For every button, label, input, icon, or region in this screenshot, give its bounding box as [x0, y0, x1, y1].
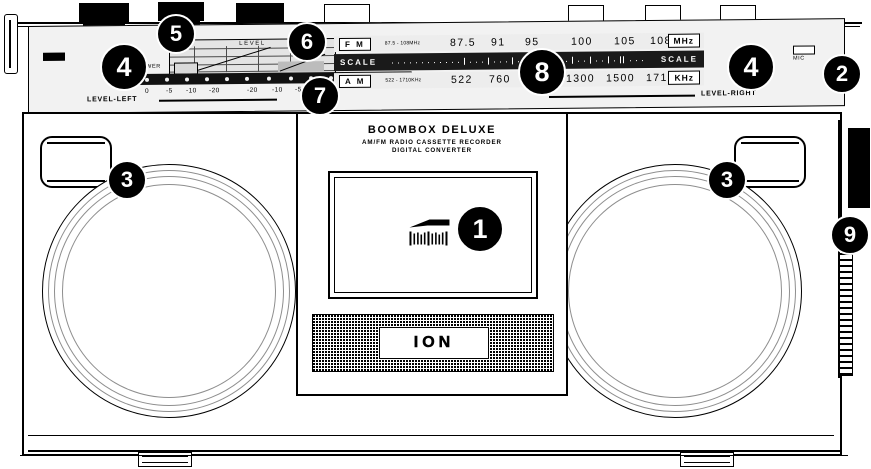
callout-5[interactable]: 5	[156, 14, 196, 54]
callout-2[interactable]: 2	[822, 54, 862, 94]
am-tick-1500: 1500	[606, 72, 635, 85]
eject-icon	[407, 218, 451, 253]
volume-right-slot[interactable]	[793, 45, 815, 55]
callout-7[interactable]: 7	[300, 76, 340, 116]
db-left-10: -10	[186, 87, 197, 95]
am-unit-chip: KHz	[668, 70, 700, 85]
top-knob-3[interactable]	[236, 3, 284, 27]
level-left-label: LEVEL-LEFT	[87, 95, 138, 104]
level-left-rule	[159, 98, 277, 102]
fm-band-chip: F M	[339, 37, 371, 51]
antenna-shaft	[9, 20, 11, 68]
top-knob-6[interactable]	[645, 5, 681, 21]
callout-3-left[interactable]: 3	[107, 160, 147, 200]
volume-left-slot[interactable]	[43, 52, 65, 61]
speaker-left-cone	[62, 184, 276, 398]
callout-1[interactable]: 1	[456, 205, 504, 253]
top-knob-7[interactable]	[720, 5, 756, 21]
am-tick-760: 760	[489, 73, 511, 86]
callout-3-right[interactable]: 3	[707, 160, 747, 200]
top-control-panel: LEVEL POWER STEREO CHARGE	[28, 18, 845, 115]
scale-label-left: SCALE	[340, 57, 378, 68]
antenna[interactable]	[4, 14, 18, 74]
fm-tick-95: 95	[525, 36, 540, 49]
fm-dial-row[interactable]: F M 87.5 - 108MHz 87.5 91 95 100 105 108…	[334, 32, 704, 53]
am-range-label: 522 - 1710KHz	[385, 77, 422, 84]
speaker-right-cone	[568, 184, 782, 398]
brand-plate: ION	[379, 327, 489, 359]
base-line-2	[20, 455, 848, 456]
callout-4-right[interactable]: 4	[727, 43, 775, 91]
callout-9[interactable]: 9	[830, 215, 870, 255]
fm-unit-chip: MHz	[667, 33, 700, 48]
tweeter-left	[40, 136, 112, 188]
brand-block: BOOMBOX DELUXE AM/FM RADIO CASSETTE RECO…	[298, 124, 566, 154]
fm-tick-91: 91	[491, 36, 506, 49]
fm-tick-105: 105	[614, 35, 636, 48]
top-knob-1[interactable]	[79, 3, 129, 27]
center-console: BOOMBOX DELUXE AM/FM RADIO CASSETTE RECO…	[296, 112, 568, 396]
db-right-20: -20	[247, 86, 258, 94]
db-left-20: -20	[209, 87, 220, 95]
level-right-rule	[549, 94, 695, 98]
base-line	[28, 450, 840, 452]
product-subtitle-2: DIGITAL CONVERTER	[391, 147, 473, 154]
fm-tick-100: 100	[571, 35, 593, 48]
am-band-chip: A M	[339, 74, 372, 88]
fm-range-label: 87.5 - 108MHz	[384, 40, 421, 47]
side-panel-edge-2	[838, 228, 840, 378]
cassette-door[interactable]	[328, 171, 538, 299]
db-left-5: -5	[166, 87, 173, 95]
level-right-label: LEVEL-RIGHT	[701, 90, 757, 98]
db-left-0: 0	[145, 87, 150, 95]
brand-logo: ION	[413, 334, 455, 352]
callout-6[interactable]: 6	[287, 22, 327, 62]
side-panel-edge	[838, 120, 840, 220]
side-handle[interactable]	[848, 128, 870, 208]
front-grille: ION	[312, 314, 554, 372]
callout-8[interactable]: 8	[518, 48, 566, 96]
top-knob-4[interactable]	[324, 4, 370, 24]
top-knob-5[interactable]	[568, 5, 604, 21]
callout-4-left[interactable]: 4	[100, 43, 148, 91]
fm-tick-87: 87.5	[450, 36, 477, 49]
am-tick-1300: 1300	[566, 72, 595, 85]
mic-jack-label: MIC	[793, 55, 805, 62]
product-title: BOOMBOX DELUXE	[367, 124, 497, 136]
scale-label-right: SCALE	[660, 54, 698, 64]
cabinet-bottom-rail	[28, 434, 834, 436]
am-tick-522: 522	[451, 73, 473, 86]
db-right-10: -10	[272, 86, 283, 94]
product-subtitle-1: AM/FM RADIO CASSETTE RECORDER	[362, 139, 502, 146]
